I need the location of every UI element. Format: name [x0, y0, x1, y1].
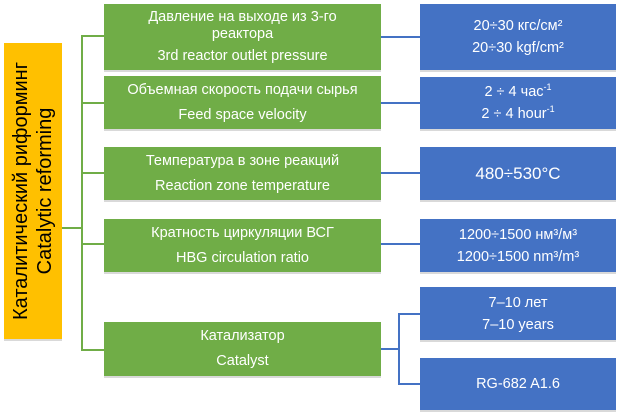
value-hbg-ratio: 1200÷1500 нм³/м³ 1200÷1500 nm³/m³	[420, 219, 616, 272]
value-catalyst-life: 7–10 лет 7–10 years	[420, 287, 616, 340]
value-temperature: 480÷530°C	[420, 147, 616, 200]
connector-value	[381, 348, 399, 350]
connector-value	[381, 102, 420, 104]
param-label-ru: Объемная скорость подачи сырья	[127, 81, 358, 98]
connector-value	[398, 313, 400, 385]
connector-value	[381, 172, 420, 174]
connector-root	[62, 227, 83, 229]
connector-branch	[81, 243, 104, 245]
value-ru: 2 ÷ 4 час-1	[484, 82, 552, 100]
value: 480÷530°C	[475, 163, 561, 183]
connector-branch	[81, 349, 104, 351]
param-label-ru: Кратность циркуляции ВСГ	[151, 224, 334, 241]
param-label-ru: Катализатор	[200, 328, 285, 344]
connector-branch	[81, 35, 104, 37]
param-catalyst: Катализатор Catalyst	[104, 322, 381, 376]
param-label-en: HBG circulation ratio	[176, 249, 309, 266]
connector-value	[381, 243, 420, 245]
root-label-ru: Каталитический риформинг	[10, 61, 32, 321]
value-catalyst-type: RG-682 A1.6	[420, 358, 616, 410]
root-node-catalytic-reforming: Каталитический риформинг Catalytic refor…	[4, 43, 62, 339]
param-label-ru: Температура в зоне реакций	[145, 152, 340, 169]
param-label-en: Catalyst	[216, 353, 269, 369]
param-label-en: Feed space velocity	[178, 106, 307, 123]
param-hbg-ratio: Кратность циркуляции ВСГ HBG circulation…	[104, 219, 381, 272]
connector-trunk	[81, 35, 83, 351]
value-ru: 20÷30 кгс/см²	[473, 18, 563, 34]
connector-branch	[81, 172, 104, 174]
param-pressure: Давление на выходе из 3-го реактора 3rd …	[104, 4, 381, 70]
value-en: 20÷30 kgf/cm²	[472, 40, 564, 56]
param-temperature: Температура в зоне реакций Reaction zone…	[104, 147, 381, 200]
connector-value	[398, 383, 420, 385]
value-en: 7–10 years	[482, 316, 554, 333]
param-label-en: Reaction zone temperature	[155, 177, 330, 194]
connector-value	[381, 36, 420, 38]
value-ru: 1200÷1500 нм³/м³	[458, 226, 578, 243]
value-ru: 7–10 лет	[488, 294, 548, 311]
root-label-en: Catalytic reforming	[34, 107, 56, 275]
connector-value	[398, 313, 420, 315]
connector-branch	[81, 102, 104, 104]
value: RG-682 A1.6	[476, 376, 560, 392]
value-en: 1200÷1500 nm³/m³	[456, 248, 580, 265]
param-label-ru: Давление на выходе из 3-го реактора	[148, 9, 337, 42]
value-pressure: 20÷30 кгс/см² 20÷30 kgf/cm²	[420, 4, 616, 70]
param-label-en: 3rd reactor outlet pressure	[157, 48, 328, 64]
value-feed-velocity: 2 ÷ 4 час-1 2 ÷ 4 hour-1	[420, 77, 616, 129]
value-en: 2 ÷ 4 hour-1	[481, 104, 555, 122]
param-feed-velocity: Объемная скорость подачи сырья Feed spac…	[104, 76, 381, 129]
